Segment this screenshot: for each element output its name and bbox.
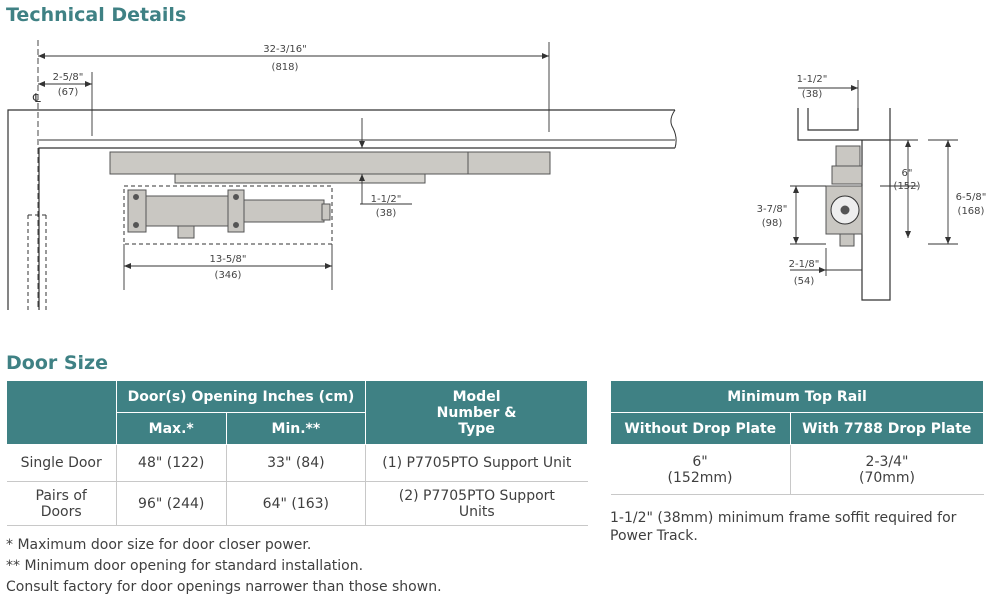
dim-overall-mm: (818) [272,62,299,73]
model-header: Model Number & Type [365,380,588,445]
row-max: 48" (122) [115,444,227,482]
support-unit [123,185,333,245]
table-row: Pairs of Doors 96" (244) 64" (163) (2) P… [6,481,588,526]
soffit-note: 1-1/2" (38mm) minimum frame soffit requi… [610,510,957,544]
dim-side-bottom-in: 2-1/8" [789,259,820,270]
opening-header: Door(s) Opening Inches (cm) [115,380,367,413]
dim-side-unit-in: 3-7/8" [757,204,788,215]
footnote-min: ** Minimum door opening for standard ins… [6,558,364,574]
value-inches: 6" [692,453,708,470]
dim-side-6-in: 6" [902,168,913,179]
dim-side-top-in: 1-1/2" [797,74,828,85]
row-model: (1) P7705PTO Support Unit [365,444,588,482]
dim-side-total-mm: (168) [958,206,985,217]
front-dimensions [38,42,550,290]
blank-header-cell [6,380,117,445]
footnote-consult: Consult factory for door openings narrow… [6,579,442,595]
technical-details-title: Technical Details [6,4,187,26]
max-header: Max.* [115,412,227,445]
with-drop-plate-header: With 7788 Drop Plate [789,412,985,445]
top-rail-table: Minimum Top Rail Without Drop Plate With… [610,380,985,495]
dim-track-gap-in: 1-1/2" [371,194,402,205]
row-label: Single Door [6,444,117,482]
front-elevation [7,40,677,310]
dim-side-bottom-mm: (54) [794,276,815,287]
row-model: (2) P7705PTO Support Units [365,481,588,526]
side-dimensions [790,80,958,276]
dim-side-unit-mm: (98) [762,218,783,229]
footnote-max: * Maximum door size for door closer powe… [6,537,312,553]
dim-unit-len-mm: (346) [215,270,242,281]
dim-overall-in: 32-3/16" [263,44,306,55]
dim-track-gap-mm: (38) [376,208,397,219]
top-rail-header: Minimum Top Rail [610,380,984,413]
value-inches: 2-3/4" [865,453,909,470]
value-mm: (70mm) [859,469,916,486]
technical-drawing: 32-3/16" (818) 2-5/8" (67) ℄ 1-1/2" (38)… [7,40,987,310]
row-label: Pairs of Doors [6,481,117,526]
dim-offset-mm: (67) [58,87,79,98]
table-row: Single Door 48" (122) 33" (84) (1) P7705… [6,444,588,482]
table-row: 6" (152mm) 2-3/4" (70mm) [610,444,984,495]
value-mm: (152mm) [667,469,733,486]
power-track [109,151,551,184]
door-size-table: Door(s) Opening Inches (cm) Model Number… [6,380,588,526]
dim-side-top-mm: (38) [802,89,823,100]
side-arrows [793,85,951,273]
row-min: 64" (163) [225,481,366,526]
centerline-symbol: ℄ [32,91,41,105]
front-arrows [38,53,549,269]
row-max: 96" (244) [115,481,227,526]
dim-unit-len-in: 13-5/8" [209,254,246,265]
with-drop-plate-value: 2-3/4" (70mm) [789,444,984,495]
without-drop-plate-value: 6" (152mm) [610,444,791,495]
side-closer [825,145,863,247]
door-size-title: Door Size [6,352,109,374]
min-header: Min.** [225,412,367,445]
dim-side-total-in: 6-5/8" [956,192,987,203]
dim-offset-in: 2-5/8" [53,72,84,83]
row-min: 33" (84) [225,444,366,482]
dim-side-6-mm: (152) [894,181,921,192]
without-drop-plate-header: Without Drop Plate [610,412,791,445]
